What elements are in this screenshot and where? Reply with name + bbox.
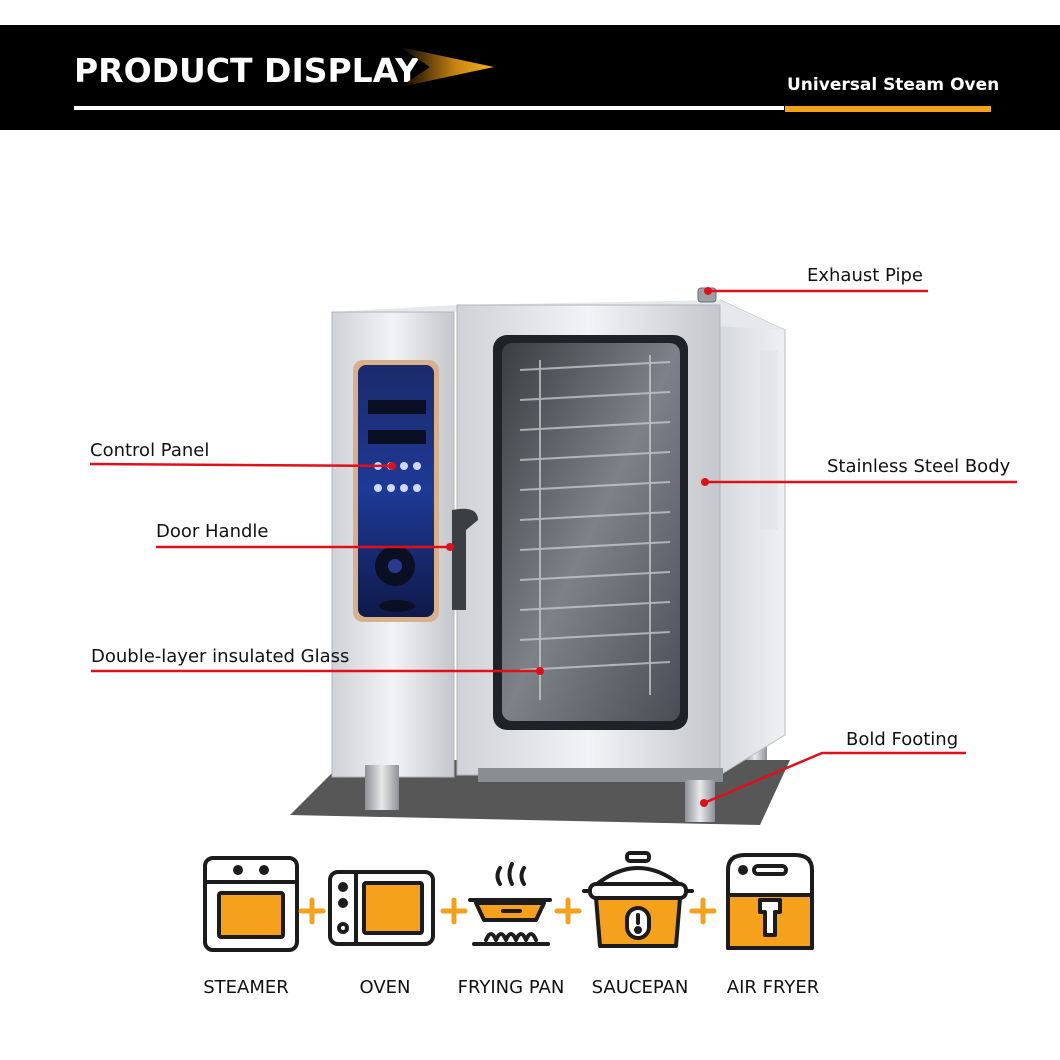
frying-pan-icon bbox=[468, 862, 552, 946]
saucepan-icon bbox=[582, 851, 694, 948]
arrow-icon bbox=[400, 47, 494, 87]
header-divider bbox=[74, 106, 784, 110]
callout-stainless-steel-body: Stainless Steel Body bbox=[827, 456, 1011, 477]
plus-icon bbox=[298, 897, 326, 925]
steamer-icon bbox=[203, 856, 299, 952]
bold-footing-leader bbox=[703, 751, 966, 805]
header-accent-bar bbox=[785, 106, 991, 112]
control-panel-leader bbox=[89, 462, 393, 468]
callout-door-handle: Door Handle bbox=[156, 521, 269, 542]
callout-bold-footing: Bold Footing bbox=[846, 729, 959, 750]
page-title: PRODUCT DISPLAY bbox=[74, 51, 419, 90]
function-label-oven: OVEN bbox=[359, 977, 411, 998]
callout-double-layer-glass: Double-layer insulated Glass bbox=[91, 646, 350, 667]
function-label-frying-pan: FRYING PAN bbox=[457, 977, 565, 998]
callout-exhaust-pipe: Exhaust Pipe bbox=[807, 265, 923, 286]
header-subtitle: Universal Steam Oven bbox=[787, 75, 1000, 95]
air-fryer-icon bbox=[726, 853, 814, 950]
function-label-saucepan: SAUCEPAN bbox=[591, 977, 689, 998]
plus-icon bbox=[440, 897, 468, 925]
oven-icon bbox=[328, 870, 435, 946]
header-bar: PRODUCT DISPLAY Universal Steam Oven bbox=[0, 25, 1060, 130]
callout-control-panel: Control Panel bbox=[90, 440, 210, 461]
function-label-steamer: STEAMER bbox=[203, 977, 289, 998]
plus-icon bbox=[689, 897, 717, 925]
plus-icon bbox=[554, 897, 582, 925]
function-label-air-fryer: AIR FRYER bbox=[726, 977, 820, 998]
